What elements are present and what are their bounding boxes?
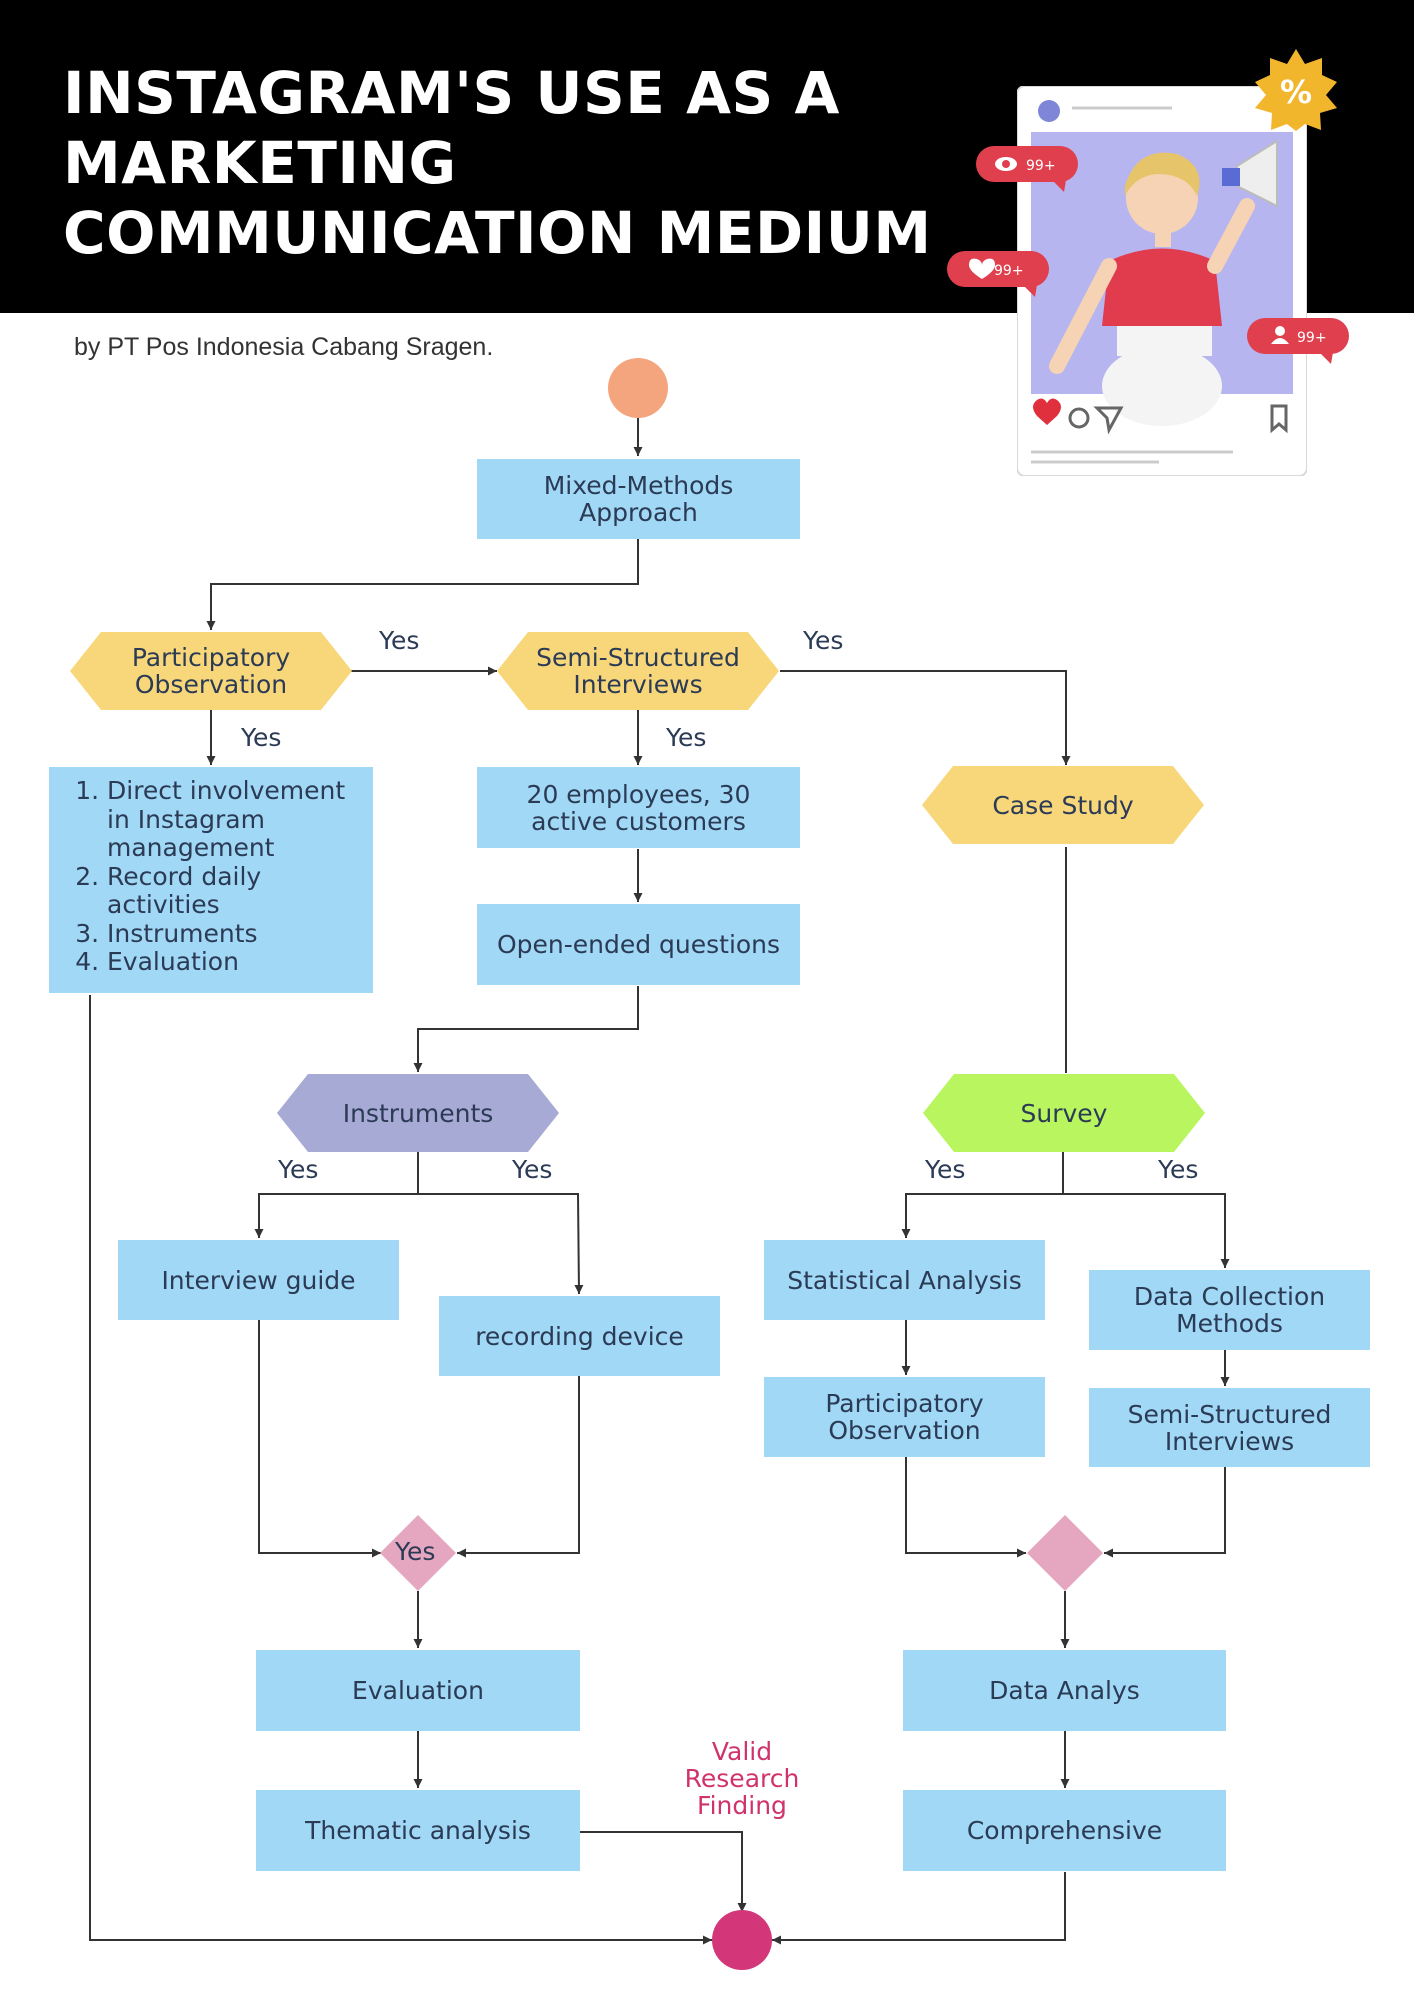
mixed-methods-box: Mixed-Methods Approach <box>477 459 800 539</box>
thematic-analysis-box: Thematic analysis <box>256 1790 580 1871</box>
connector-instruments-guide <box>254 1152 419 1238</box>
followers-bubble: 99+ <box>1247 318 1349 364</box>
merge-diamond-left <box>380 1515 456 1591</box>
interview-guide-box: Interview guide <box>118 1240 399 1320</box>
connector-open-instruments <box>413 986 639 1072</box>
connector-semi2-merge <box>1104 1467 1226 1558</box>
statistical-analysis-box: Statistical Analysis <box>764 1240 1045 1320</box>
semi-structured-interviews-box: Semi-Structured Interviews <box>1089 1388 1370 1467</box>
instagram-post-illustration <box>1017 86 1307 476</box>
list-item: Instruments <box>107 919 365 949</box>
employees-customers-box: 20 employees, 30 active customers <box>477 767 800 848</box>
case-study-decision: Case Study <box>922 766 1204 844</box>
send-icon <box>1093 406 1124 435</box>
views-bubble: 99+ <box>976 146 1078 192</box>
connector-list-end <box>89 995 712 1945</box>
title-line-2: MARKETING <box>63 129 457 197</box>
connector-mixed-participatory <box>206 538 639 630</box>
participatory-observation-decision: Participatory Observation <box>70 632 352 710</box>
yes-label: Yes <box>278 1155 319 1184</box>
yes-label: Yes <box>512 1155 553 1184</box>
percent-badge: % <box>1255 49 1337 131</box>
connector-recording-merge <box>457 1376 580 1558</box>
percent-icon: % <box>1280 73 1312 111</box>
page-title: INSTAGRAM'S USE AS A MARKETING COMMUNICA… <box>63 58 932 268</box>
title-line-3: COMMUNICATION MEDIUM <box>63 199 932 267</box>
merge-diamond-right <box>1027 1515 1103 1591</box>
end-node <box>712 1910 772 1970</box>
instruments-decision: Instruments <box>277 1074 559 1152</box>
comprehensive-box: Comprehensive <box>903 1790 1226 1871</box>
data-collection-methods-box: Data Collection Methods <box>1089 1270 1370 1350</box>
valid-research-finding-label: Valid Research Finding <box>684 1737 800 1820</box>
heart-icon <box>1033 398 1061 425</box>
yes-label: Yes <box>241 723 282 752</box>
open-ended-questions-box: Open-ended questions <box>477 904 800 985</box>
yes-label: Yes <box>925 1155 966 1184</box>
participatory-observation-box: Participatory Observation <box>764 1377 1045 1457</box>
connector-thematic-end <box>580 1831 747 1912</box>
heart-icon <box>969 258 995 279</box>
connector-semi-case <box>780 670 1071 765</box>
survey-decision: Survey <box>923 1074 1205 1152</box>
likes-bubble: 99+ <box>947 251 1049 297</box>
user-icon <box>1275 326 1285 336</box>
svg-text:99+: 99+ <box>994 263 1024 279</box>
list-item: Record daily activities <box>107 862 365 920</box>
svg-text:99+: 99+ <box>1297 330 1327 346</box>
yes-label: Yes <box>666 723 707 752</box>
merge-yes-label: Yes <box>395 1537 436 1566</box>
semi-structured-interviews-decision: Semi-Structured Interviews <box>497 632 779 710</box>
list-item: Direct involvement in Instagram manageme… <box>107 776 365 863</box>
list-item: Evaluation <box>107 947 365 977</box>
profile-avatar-icon <box>1038 100 1060 122</box>
recording-device-box: recording device <box>439 1296 720 1376</box>
data-analys-box: Data Analys <box>903 1650 1226 1731</box>
start-node <box>608 358 668 418</box>
svg-text:99+: 99+ <box>1026 158 1056 174</box>
comment-icon <box>1068 407 1090 429</box>
bookmark-icon <box>1270 404 1288 434</box>
yes-label: Yes <box>803 626 844 655</box>
participatory-activities-list: Direct involvement in Instagram manageme… <box>49 767 373 993</box>
yes-label: Yes <box>379 626 420 655</box>
title-line-1: INSTAGRAM'S USE AS A <box>63 59 840 127</box>
evaluation-box: Evaluation <box>256 1650 580 1731</box>
connector-guide-merge <box>258 1320 381 1558</box>
subtitle: by PT Pos Indonesia Cabang Sragen. <box>74 333 494 361</box>
connector-survey-dcm <box>1063 1193 1230 1268</box>
connector-survey-stat <box>901 1152 1064 1238</box>
yes-label: Yes <box>1158 1155 1199 1184</box>
connector-instruments-recording <box>418 1193 584 1295</box>
connector-comprehensive-end <box>772 1872 1066 1945</box>
connector-part-merge <box>905 1457 1026 1558</box>
